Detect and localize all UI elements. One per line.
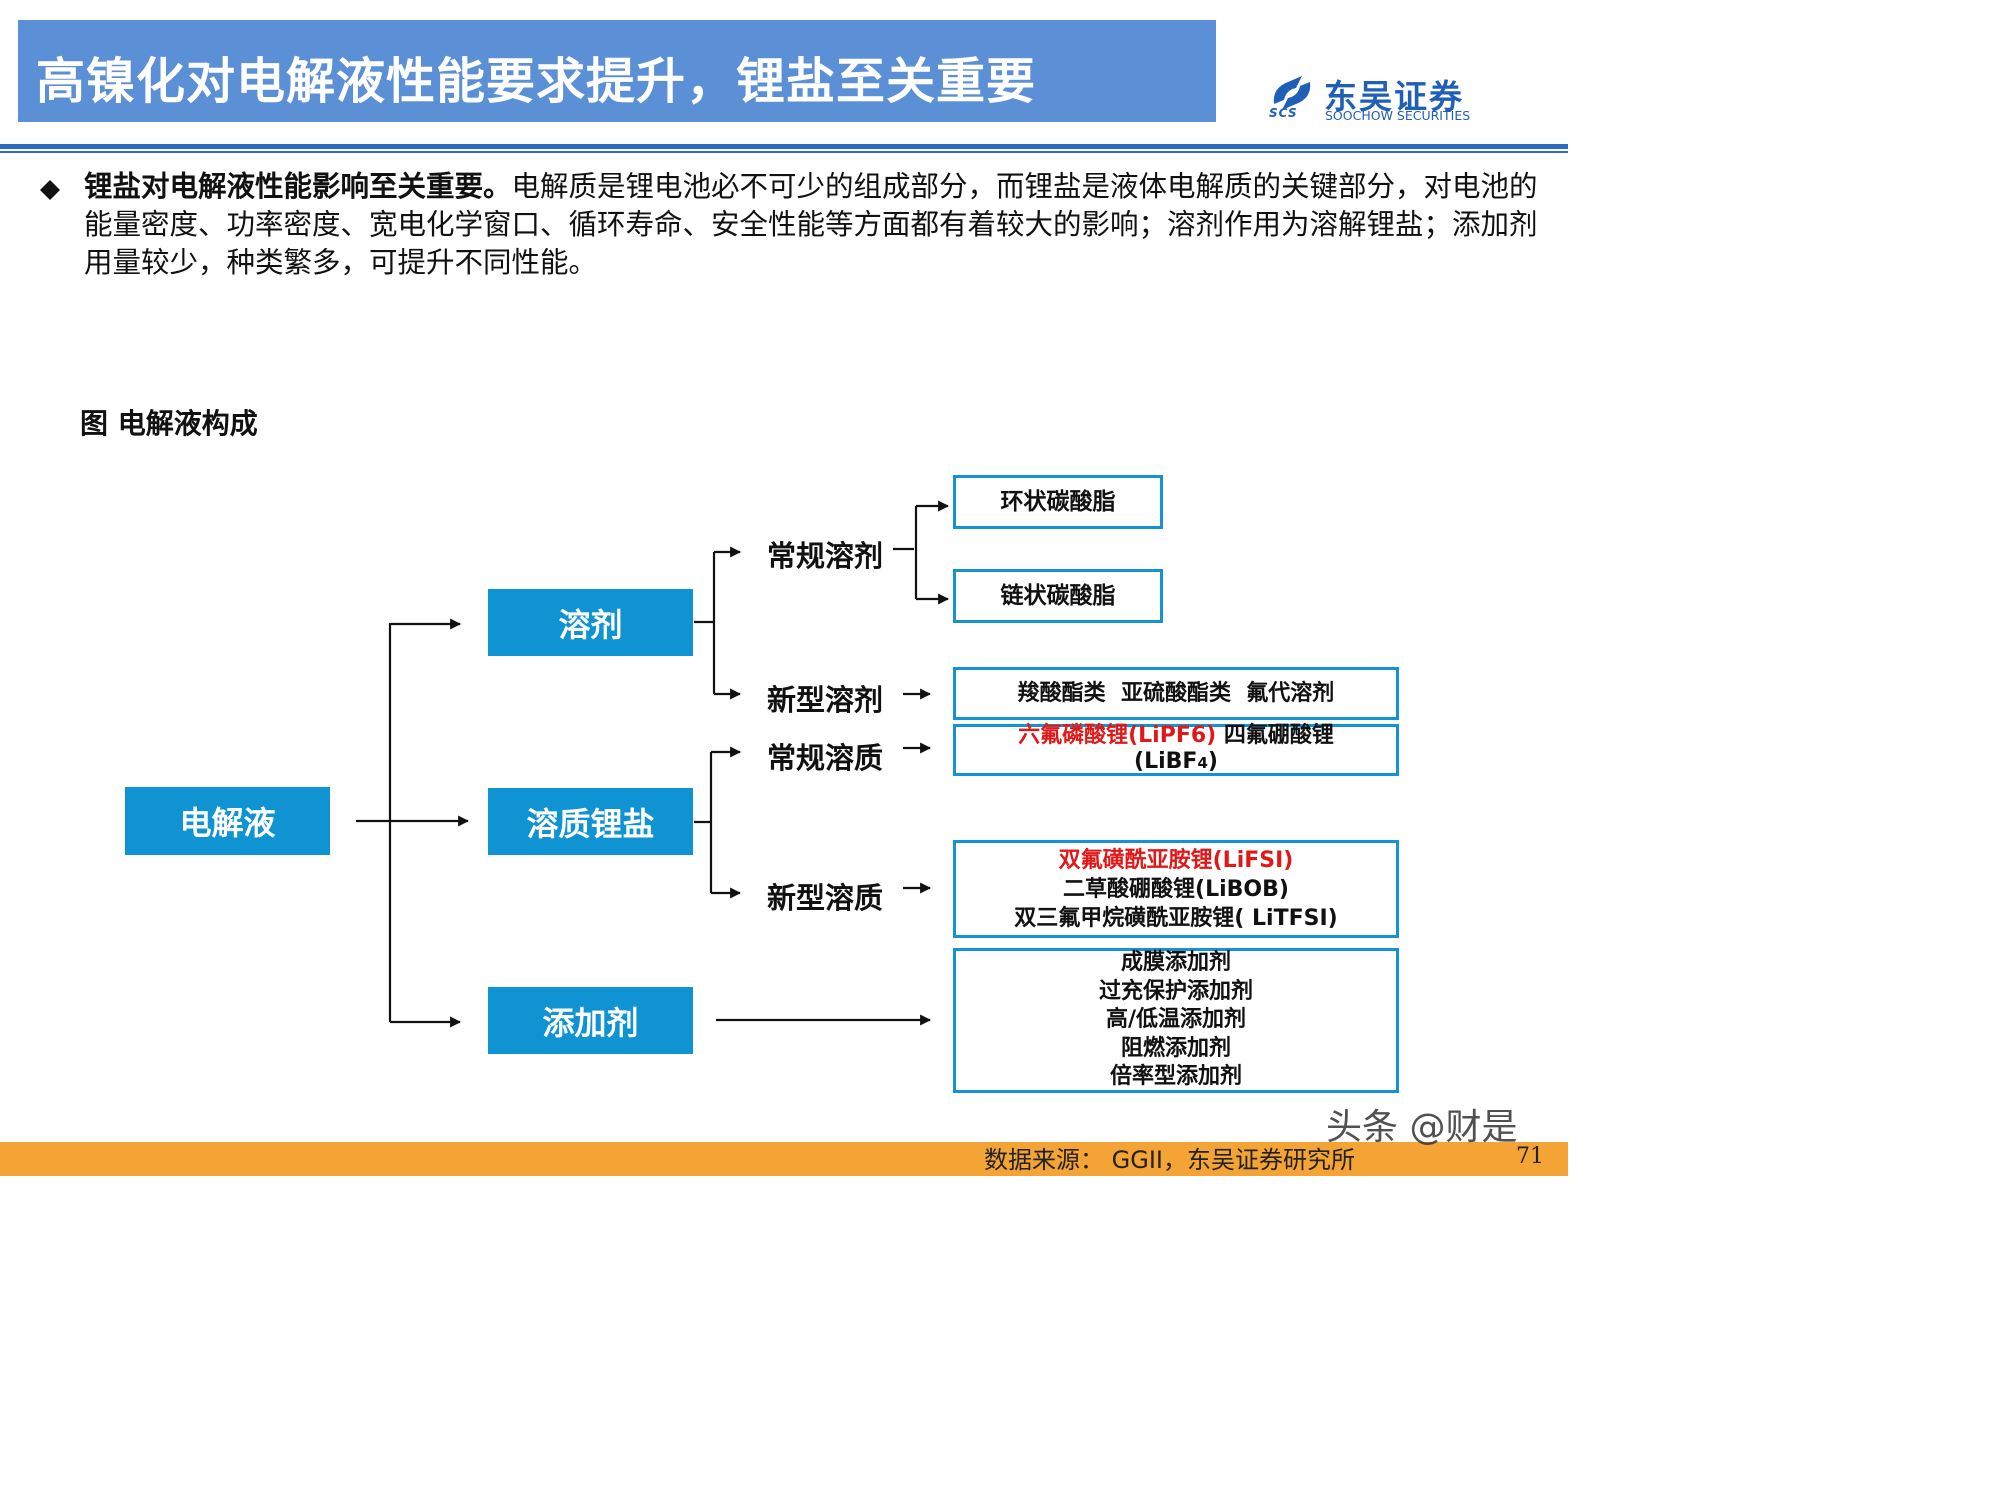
new-solvent-items-text: 羧酸酯类 亚硫酸酯类 氟代溶剂 [1017, 681, 1335, 706]
libob-text: 二草酸硼酸锂(LiBOB) [1063, 876, 1289, 902]
libf4-formula-subscript: 4 [1197, 754, 1208, 772]
lipf6-text: 六氟磷酸锂(LiPF6) [1018, 723, 1217, 748]
label-new-solvent: 新型溶剂 [767, 683, 884, 717]
litfsi-text: 双三氟甲烷磺酰亚胺锂( LiTFSI) [1014, 905, 1338, 931]
cyclic-carbonate-text: 环状碳酸脂 [1000, 488, 1116, 515]
watermark: 头条 @财是 [1326, 1107, 1518, 1148]
footer-bar [0, 1142, 1568, 1176]
box-chain-carbonate: 链状碳酸脂 [953, 569, 1163, 623]
diagram-connectors [356, 500, 950, 1028]
label-new-solute: 新型溶质 [767, 881, 884, 915]
additive-item: 高/低温添加剂 [1105, 1007, 1247, 1033]
additive-item: 倍率型添加剂 [1109, 1064, 1242, 1090]
regular-solute-line1: 六氟磷酸锂(LiPF6) 四氟硼酸锂 [1018, 723, 1334, 749]
node-additive: 添加剂 [488, 987, 693, 1054]
node-electrolyte: 电解液 [125, 787, 330, 855]
label-regular-solvent: 常规溶剂 [767, 539, 884, 573]
libf4-formula-close: ) [1207, 749, 1218, 774]
soochow-logo: 东吴证券 SCS SOOCHOW SECURITIES [1268, 70, 1498, 126]
additive-item: 成膜添加剂 [1120, 950, 1231, 976]
node-solvent: 溶剂 [488, 589, 693, 656]
label-regular-solute: 常规溶质 [767, 741, 884, 775]
bullet-bold-lead: 锂盐对电解液性能影响至关重要。 [84, 170, 512, 203]
logo-abbreviation: SCS [1269, 106, 1298, 120]
box-regular-solutes: 六氟磷酸锂(LiPF6) 四氟硼酸锂 (LiBF4) [953, 723, 1399, 776]
bullet-paragraph: 锂盐对电解液性能影响至关重要。电解质是锂电池必不可少的组成部分，而锂盐是液体电解… [84, 168, 1544, 282]
chain-carbonate-text: 链状碳酸脂 [1000, 582, 1116, 609]
bullet-body: 电解质是锂电池必不可少的组成部分，而锂盐是液体电解质的关键部分，对电池的能量密度… [84, 170, 1538, 279]
regular-solute-line2: (LiBF4) [1134, 749, 1218, 776]
additive-item: 阻燃添加剂 [1120, 1035, 1231, 1061]
node-solute-lithium-salt: 溶质锂盐 [488, 788, 693, 855]
libf4-formula-open: (LiBF [1134, 749, 1198, 774]
page-number: 71 [1516, 1144, 1544, 1169]
scs-logo-icon [1273, 76, 1311, 110]
header-rule-thin [0, 151, 1568, 153]
data-source: 数据来源： GGII，东吴证券研究所 [984, 1146, 1355, 1174]
lifsi-text: 双氟磺酰亚胺锂(LiFSI) [1058, 847, 1294, 873]
box-additive-types: 成膜添加剂 过充保护添加剂 高/低温添加剂 阻燃添加剂 倍率型添加剂 [953, 948, 1399, 1093]
libf4-name-text: 四氟硼酸锂 [1223, 723, 1334, 748]
diamond-bullet-icon [40, 180, 60, 200]
additive-item: 过充保护添加剂 [1098, 978, 1253, 1004]
box-cyclic-carbonate: 环状碳酸脂 [953, 475, 1163, 529]
box-new-solutes: 双氟磺酰亚胺锂(LiFSI) 二草酸硼酸锂(LiBOB) 双三氟甲烷磺酰亚胺锂(… [953, 840, 1399, 938]
figure-caption: 图 电解液构成 [80, 407, 258, 440]
header-rule-thick [0, 144, 1568, 149]
slide-title: 高镍化对电解液性能要求提升，锂盐至关重要 [36, 53, 1037, 110]
box-new-solvents: 羧酸酯类 亚硫酸酯类 氟代溶剂 [953, 667, 1399, 720]
logo-chinese-name: 东吴证券 [1324, 77, 1464, 116]
title-bar: 高镍化对电解液性能要求提升，锂盐至关重要 [18, 20, 1216, 122]
logo-english-name: SOOCHOW SECURITIES [1325, 108, 1471, 123]
